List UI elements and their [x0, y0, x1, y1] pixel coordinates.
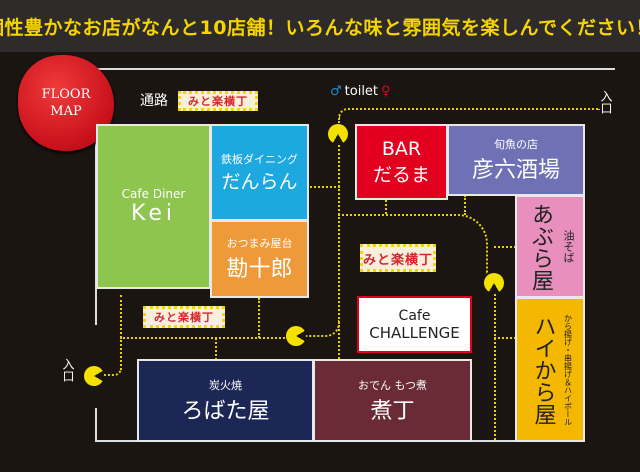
path — [338, 214, 488, 274]
entrance-right: 入口 — [599, 90, 613, 114]
shop-hikoroku[interactable]: 旬魚の店彦六酒場 — [447, 124, 585, 196]
entrance-left: 入口 — [61, 358, 75, 382]
pacman-icon — [84, 366, 104, 386]
path — [338, 108, 600, 118]
shop-kanjuro[interactable]: おつまみ屋台勘十郎 — [210, 220, 309, 298]
shop-sub: 旬魚の店 — [494, 138, 538, 151]
shop-robataya[interactable]: 炭火焼ろばた屋 — [137, 359, 314, 442]
path — [494, 290, 496, 440]
wall-left-lower — [95, 408, 97, 442]
badge-line2: MAP — [50, 104, 82, 119]
shop-aburaya[interactable]: 油そばあぶら屋 — [515, 195, 585, 298]
path — [305, 320, 340, 337]
pacman-icon — [286, 326, 306, 346]
shop-sub: 炭火焼 — [209, 378, 242, 392]
path — [120, 295, 122, 370]
header-banner: 個性豊かなお店がなんと10店舗！いろんな味と雰囲気を楽しんでください！ — [0, 0, 640, 52]
male-icon: ♂ — [330, 84, 342, 99]
shop-name: だんらん — [221, 171, 298, 193]
sign-text: みと楽横丁 — [188, 95, 248, 108]
shop-nicho[interactable]: おでん もつ煮煮丁 — [313, 359, 472, 442]
shop-bar-daruma[interactable]: BAR だるま — [355, 124, 448, 200]
shop-name: あぶら屋 — [528, 202, 553, 291]
shop-danran[interactable]: 鉄板ダイニングだんらん — [210, 124, 309, 221]
shop-sub: Cafe Diner — [121, 187, 186, 201]
shop-name: CHALLENGE — [369, 323, 460, 342]
path — [494, 246, 516, 248]
pacman-icon — [328, 124, 348, 144]
female-icon: ♀ — [381, 84, 391, 99]
path — [494, 337, 516, 339]
passage-label: 通路 — [140, 93, 168, 109]
path — [258, 298, 260, 338]
shop-haikaraya[interactable]: から揚げ・串揚げ＆ハイボールハイから屋 — [515, 297, 585, 442]
shop-sub: おつまみ屋台 — [226, 237, 293, 250]
shop-sub: 油そば — [562, 230, 575, 263]
sign-mitoraku: みと楽横丁 — [178, 91, 258, 111]
shop-sub: から揚げ・串揚げ＆ハイボール — [563, 313, 573, 426]
shop-sub: 鉄板ダイニング — [221, 153, 298, 166]
shop-name: 煮丁 — [370, 398, 415, 424]
shop-name: ろばた屋 — [181, 398, 270, 424]
shop-sub: BAR — [381, 137, 422, 160]
badge-line1: FLOOR — [41, 87, 91, 102]
path — [120, 337, 300, 339]
shop-name: 彦六酒場 — [471, 158, 560, 183]
shop-sub: Cafe — [398, 307, 431, 324]
header-title: 個性豊かなお店がなんと10店舗！いろんな味と雰囲気を楽しんでください！ — [0, 16, 640, 39]
toilet-label: toilet — [344, 84, 379, 99]
pacman-icon — [484, 273, 504, 293]
sign-mitoraku: みと楽横丁 — [360, 244, 436, 272]
shop-sub: おでん もつ煮 — [357, 378, 428, 392]
path — [338, 118, 340, 438]
path — [464, 195, 466, 215]
path — [215, 338, 217, 360]
shop-name: 勘十郎 — [226, 257, 293, 282]
shop-name: ハイから屋 — [530, 314, 556, 425]
path — [310, 186, 340, 188]
toilet[interactable]: ♂ toilet ♀ — [330, 84, 391, 99]
shop-name: Kei — [131, 201, 176, 226]
shop-name: だるま — [372, 163, 430, 186]
sign-mitoraku: みと楽横丁 — [143, 306, 225, 328]
path — [385, 200, 387, 214]
sign-text: みと楽横丁 — [363, 252, 434, 268]
sign-text: みと楽横丁 — [154, 311, 214, 324]
wall-top — [95, 68, 615, 70]
